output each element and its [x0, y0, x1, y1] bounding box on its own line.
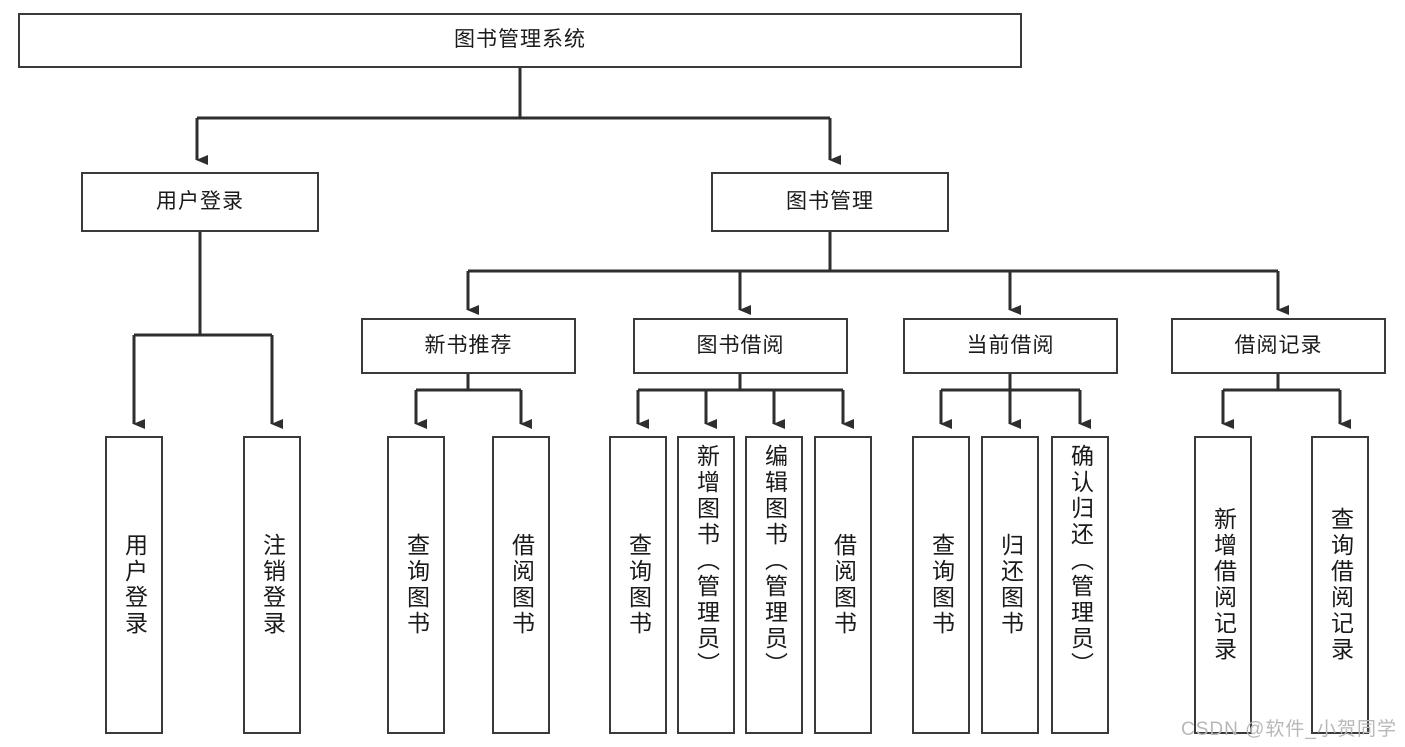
leaf-edit-book[interactable]: 编辑图书（管理员） [745, 436, 803, 734]
leaf-return-book-label: 归还图书 [997, 533, 1024, 637]
leaf-query-book-1[interactable]: 查询图书 [387, 436, 445, 734]
node-current-borrow-label: 当前借阅 [966, 333, 1055, 357]
node-user-login-label: 用户登录 [156, 189, 244, 213]
leaf-add-book-label: 新增图书（管理员） [693, 444, 720, 678]
leaf-return-book[interactable]: 归还图书 [981, 436, 1039, 734]
node-root[interactable]: 图书管理系统 [18, 13, 1022, 68]
leaf-query-book-2-label: 查询图书 [625, 533, 652, 637]
node-new-book-recommend[interactable]: 新书推荐 [361, 318, 576, 374]
leaf-confirm-return[interactable]: 确认归还（管理员） [1051, 436, 1109, 734]
node-book-borrow-label: 图书借阅 [696, 333, 785, 357]
leaf-user-logout-label: 注销登录 [259, 533, 286, 637]
node-book-borrow[interactable]: 图书借阅 [633, 318, 848, 374]
leaf-add-book[interactable]: 新增图书（管理员） [677, 436, 735, 734]
node-book-manage[interactable]: 图书管理 [711, 172, 949, 232]
leaf-add-record[interactable]: 新增借阅记录 [1194, 436, 1252, 734]
leaf-edit-book-label: 编辑图书（管理员） [761, 444, 788, 678]
node-user-login[interactable]: 用户登录 [81, 172, 319, 232]
leaf-query-record[interactable]: 查询借阅记录 [1311, 436, 1369, 734]
leaf-query-record-label: 查询借阅记录 [1327, 507, 1354, 663]
leaf-user-logout[interactable]: 注销登录 [243, 436, 301, 734]
node-borrow-record[interactable]: 借阅记录 [1171, 318, 1386, 374]
leaf-query-book-3-label: 查询图书 [928, 533, 955, 637]
leaf-user-login-label: 用户登录 [121, 533, 148, 637]
leaf-add-record-label: 新增借阅记录 [1210, 507, 1237, 663]
node-book-manage-label: 图书管理 [786, 189, 874, 213]
leaf-borrow-book-2-label: 借阅图书 [830, 533, 857, 637]
csdn-watermark: CSDN @软件_小贺同学 [1181, 719, 1397, 740]
leaf-query-book-1-label: 查询图书 [403, 533, 430, 637]
leaf-borrow-book-2[interactable]: 借阅图书 [814, 436, 872, 734]
node-root-label: 图书管理系统 [454, 28, 586, 52]
leaf-borrow-book-1-label: 借阅图书 [508, 533, 535, 637]
node-current-borrow[interactable]: 当前借阅 [903, 318, 1118, 374]
node-new-book-recommend-label: 新书推荐 [424, 333, 513, 357]
leaf-borrow-book-1[interactable]: 借阅图书 [492, 436, 550, 734]
node-borrow-record-label: 借阅记录 [1234, 333, 1323, 357]
leaf-query-book-3[interactable]: 查询图书 [912, 436, 970, 734]
leaf-user-login[interactable]: 用户登录 [105, 436, 163, 734]
leaf-query-book-2[interactable]: 查询图书 [609, 436, 667, 734]
leaf-confirm-return-label: 确认归还（管理员） [1067, 444, 1094, 678]
